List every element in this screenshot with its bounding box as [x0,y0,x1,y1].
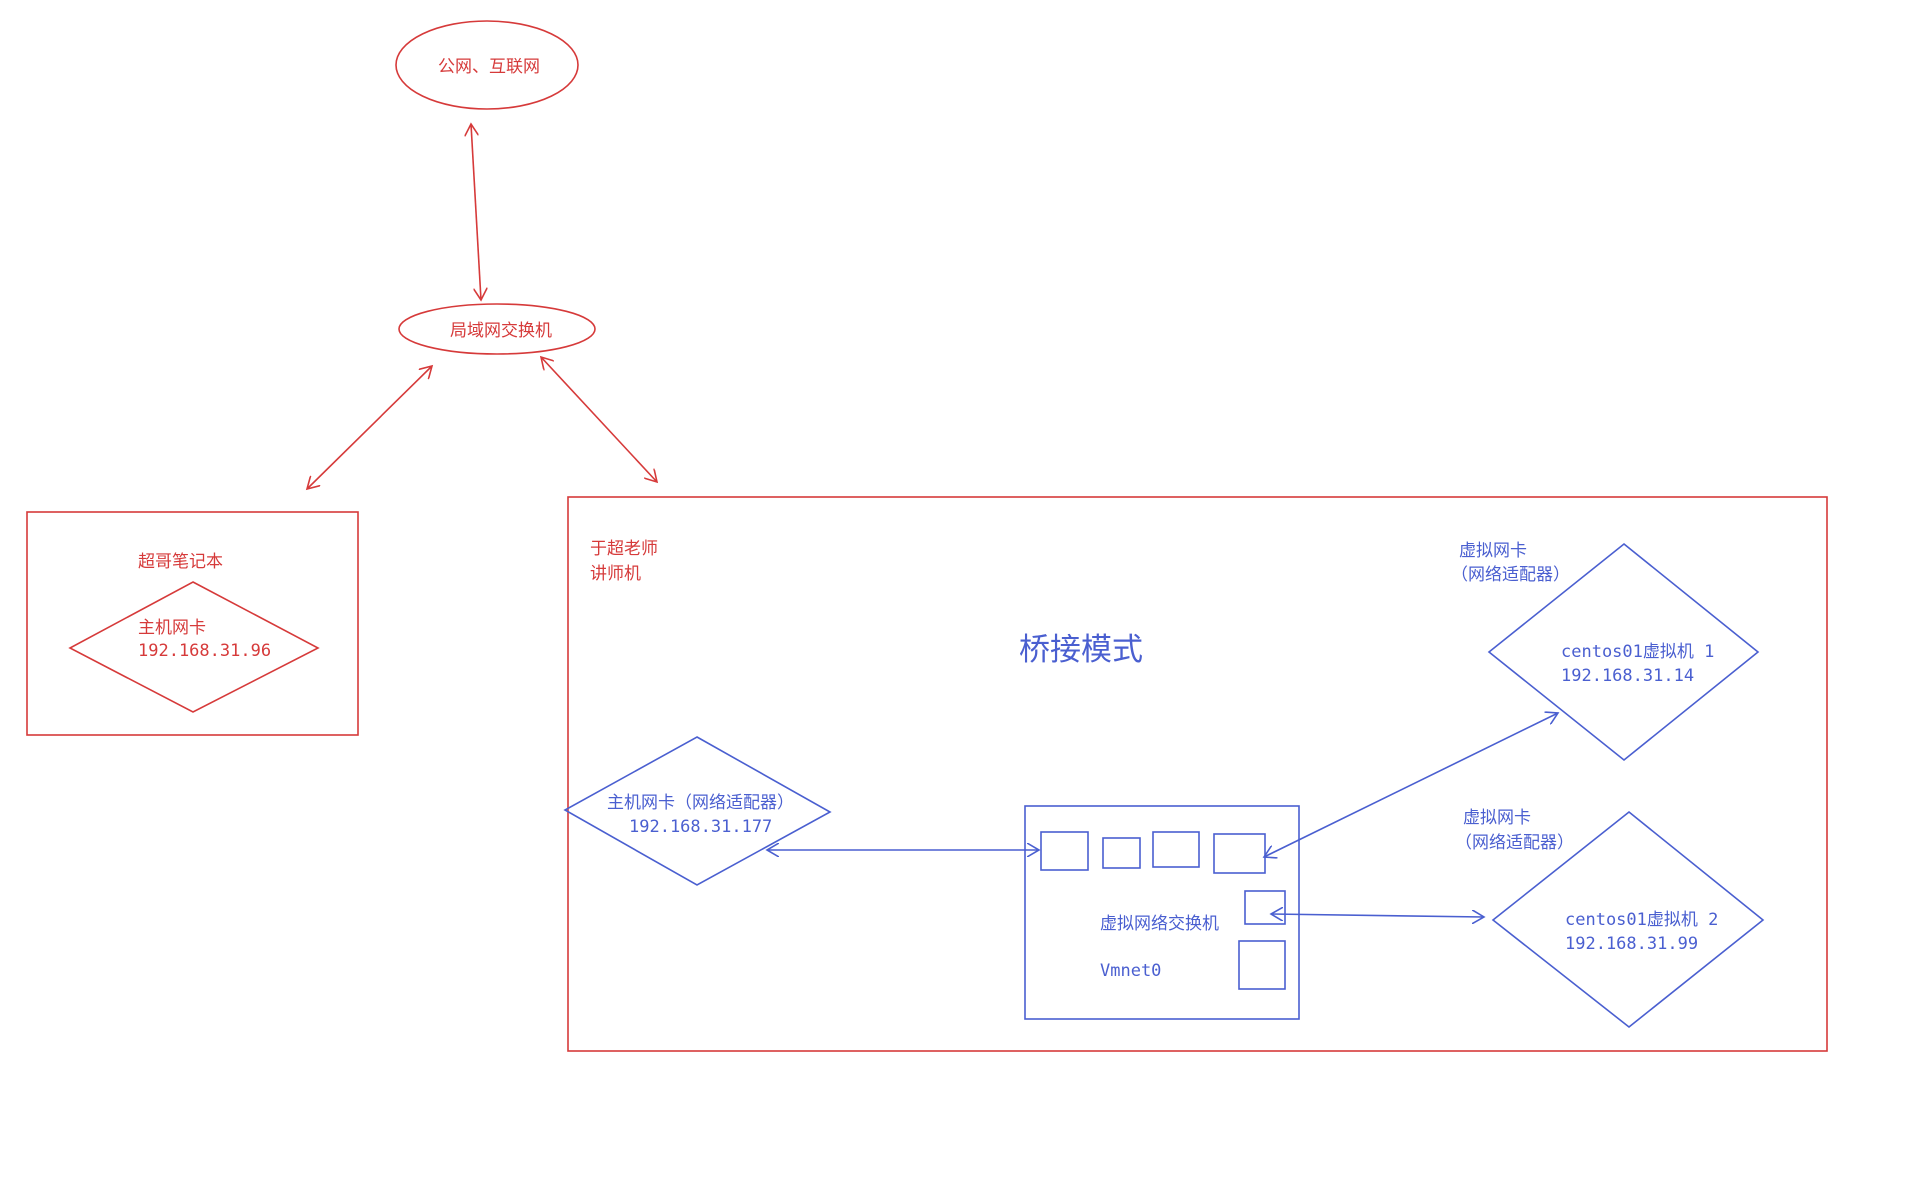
vm2-ip: 192.168.31.99 [1565,934,1698,954]
internet-ellipse [395,20,579,110]
vswitch-name: Vmnet0 [1100,961,1161,981]
laptop-nic-label: 主机网卡 [138,618,206,638]
vm2-nic-diamond [1491,810,1765,1029]
host-nic-diamond [563,736,832,886]
vswitch-port-3 [1152,831,1200,868]
vswitch-port-6 [1238,940,1286,990]
vswitch-frame [1024,805,1300,1020]
host-frame [567,496,1828,1052]
internet-label: 公网、互联网 [438,57,540,77]
internet-switch-link [471,124,481,300]
laptop-label: 超哥笔记本 [138,552,223,572]
vm1-name: centos01虚拟机 1 [1561,642,1714,662]
laptop-nic-ip: 192.168.31.96 [138,641,271,661]
vswitch-port-1 [1040,831,1089,871]
vm1-nic-label-line2: （网络适配器） [1451,565,1570,585]
laptop-nic-diamond [68,581,320,713]
laptop-frame [26,511,359,736]
vswitch-port-4 [1213,833,1266,874]
vswitch-label: 虚拟网络交换机 [1100,914,1219,934]
host-nic-ip: 192.168.31.177 [629,817,772,837]
lan-switch-ellipse [398,303,596,355]
vm2-name: centos01虚拟机 2 [1565,910,1718,930]
vm2-nic-label-line2: （网络适配器） [1455,833,1574,853]
host-nic-label: 主机网卡（网络适配器） [607,793,794,813]
vm1-ip: 192.168.31.14 [1561,666,1694,686]
lan-switch-node: 局域网交换机 [398,303,596,355]
host-label-line2: 讲师机 [590,564,641,584]
lan-switch-label: 局域网交换机 [450,321,552,341]
vm1-nic-diamond [1487,542,1760,762]
vm2-nic-label-line1: 虚拟网卡 [1463,808,1531,828]
vm-1: 虚拟网卡 （网络适配器） centos01虚拟机 1 192.168.31.14 [1451,541,1760,762]
vswitch-vm2-link [1271,914,1484,917]
vm-2: 虚拟网卡 （网络适配器） centos01虚拟机 2 192.168.31.99 [1455,808,1765,1029]
virtual-switch: 虚拟网络交换机 Vmnet0 [1024,805,1300,1020]
host-box: 于超老师 讲师机 桥接模式 主机网卡（网络适配器） 192.168.31.177… [563,496,1828,1052]
mode-title: 桥接模式 [1019,632,1143,668]
vswitch-port-5 [1244,890,1286,925]
switch-laptop-link [307,366,432,489]
internet-node: 公网、互联网 [395,20,579,110]
vm1-nic-label-line1: 虚拟网卡 [1459,541,1527,561]
vswitch-port-2 [1102,837,1141,869]
switch-host-link [541,357,657,482]
laptop-box: 超哥笔记本 主机网卡 192.168.31.96 [26,511,359,736]
host-label-line1: 于超老师 [590,539,658,559]
vswitch-vm1-link [1264,713,1558,857]
